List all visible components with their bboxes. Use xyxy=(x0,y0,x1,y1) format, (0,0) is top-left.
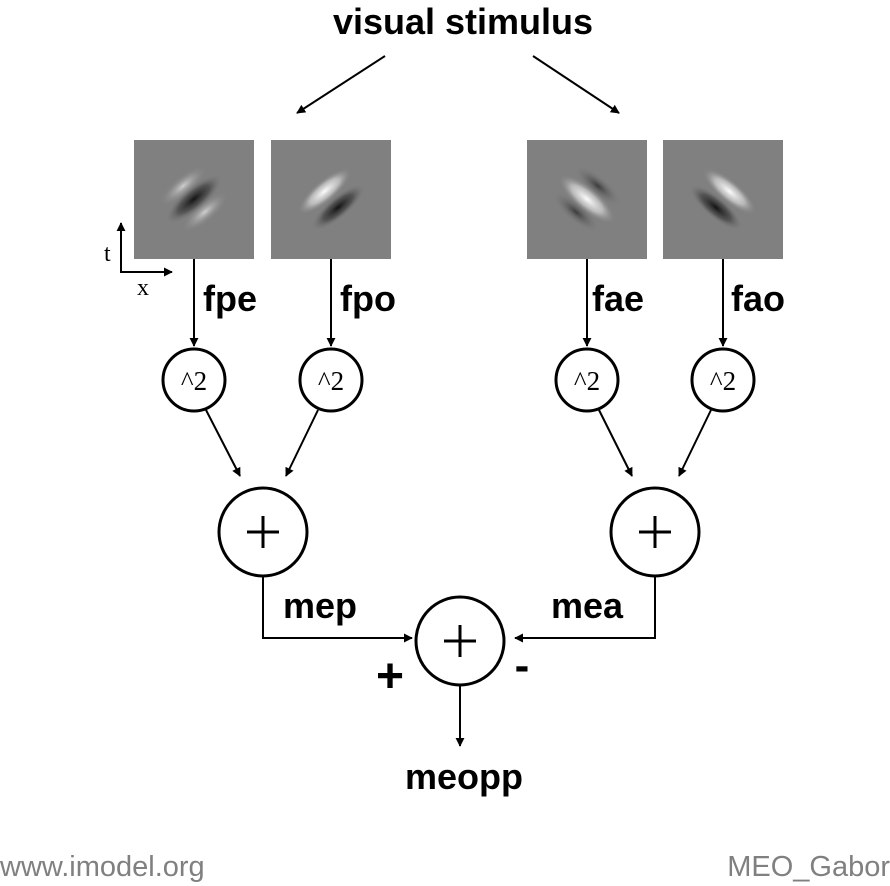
square-unit-fpo: ^2 xyxy=(298,347,364,413)
wire-mea-to-opponent xyxy=(514,576,656,643)
filter-label-fao: fao xyxy=(731,278,785,319)
arrow-square-fpo-to-sum xyxy=(285,409,319,477)
t-axis-label: t xyxy=(104,241,111,267)
arrow-square-fae-to-sum xyxy=(598,409,633,477)
stimulus-arrow-right xyxy=(532,55,620,114)
square-unit-fae: ^2 xyxy=(554,347,620,413)
footer-model-name: MEO_Gabor xyxy=(727,851,890,883)
energy-label-mep: mep xyxy=(283,585,357,626)
gabor-filter-fpe xyxy=(134,140,254,259)
opponent-sum-unit xyxy=(414,595,506,687)
gabor-filter-fao xyxy=(663,140,783,259)
x-axis-label: x xyxy=(137,275,149,301)
footer-website: www.imodel.org xyxy=(0,851,205,883)
gabor-filter-fpo xyxy=(271,140,391,259)
wire-mep-to-opponent xyxy=(262,576,413,643)
filter-label-fpo: fpo xyxy=(340,278,396,319)
square-op-label: ^2 xyxy=(318,366,344,396)
output-label: meopp xyxy=(405,756,523,797)
sum-unit-preferred xyxy=(217,486,309,578)
square-op-label: ^2 xyxy=(710,366,736,396)
axis-indicator: t x xyxy=(104,222,173,301)
square-op-label: ^2 xyxy=(181,366,207,396)
square-unit-fao: ^2 xyxy=(690,347,756,413)
arrow-square-fpe-to-sum xyxy=(205,409,241,477)
gabor-filter-fae xyxy=(527,140,647,259)
plus-sign-label: + xyxy=(376,650,404,703)
square-unit-fpe: ^2 xyxy=(161,347,227,413)
arrow-square-fao-to-sum xyxy=(678,409,712,477)
stimulus-arrow-left xyxy=(296,55,386,114)
filter-label-fpe: fpe xyxy=(203,278,257,319)
sum-unit-anti-preferred xyxy=(609,486,701,578)
energy-label-mea: mea xyxy=(551,585,624,626)
stimulus-title: visual stimulus xyxy=(333,1,593,42)
minus-sign-label: - xyxy=(515,641,530,690)
square-op-label: ^2 xyxy=(574,366,600,396)
filter-label-fae: fae xyxy=(592,278,644,319)
